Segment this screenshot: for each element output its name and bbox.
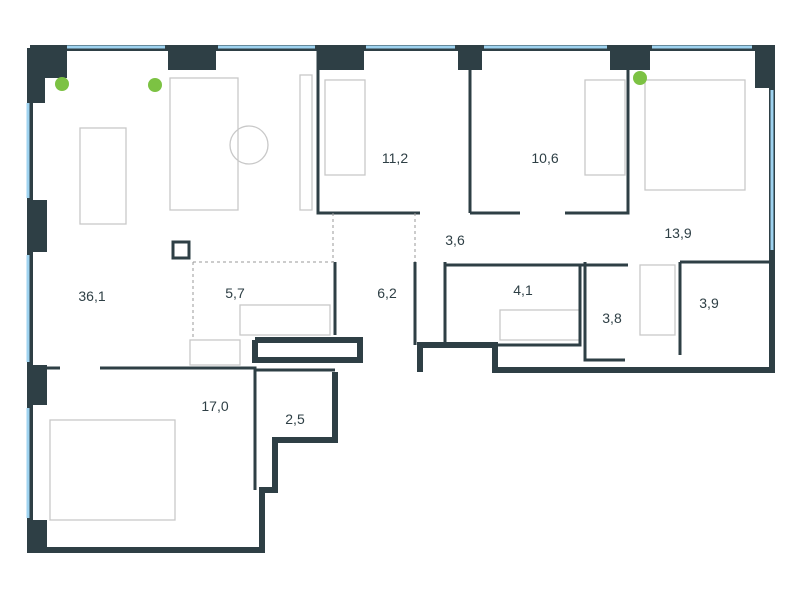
room-area-wc: 3,8 [602,310,622,326]
shower [639,264,676,336]
coffee-table [229,125,269,165]
outer-walls [27,45,775,553]
room-area-wardrobe: 2,5 [285,411,305,427]
double-bed-master [644,79,746,191]
zone-lines [192,213,416,340]
furniture [49,74,746,521]
bed-1 [324,79,366,176]
tv-stand [299,74,313,211]
room-area-master-bedroom: 13,9 [664,225,692,241]
kitchen-counter [239,304,331,336]
plant-icon [55,77,69,91]
room-area-shower-room: 3,9 [699,295,719,311]
plant-icon [148,78,162,92]
room-area-bedroom-2: 10,6 [531,150,559,166]
plant-icon [633,71,647,85]
double-bed-3 [49,419,176,521]
room-area-kitchen: 5,7 [225,285,245,301]
interior-walls [45,48,770,490]
room-area-living: 36,1 [78,288,106,304]
room-area-bathroom: 4,1 [513,282,533,298]
room-area-bedroom-1: 11,2 [381,150,409,166]
wall-columns [27,48,775,552]
windows [26,45,774,518]
sofa [169,77,239,211]
room-area-corridor: 3,6 [445,232,465,248]
stove [189,339,241,366]
plants [55,71,647,92]
dining-table [79,127,127,225]
bathtub [499,309,581,341]
bed-2 [584,79,626,176]
column [171,240,191,260]
room-area-hall: 6,2 [377,285,397,301]
room-area-bedroom-3: 17,0 [201,398,229,414]
